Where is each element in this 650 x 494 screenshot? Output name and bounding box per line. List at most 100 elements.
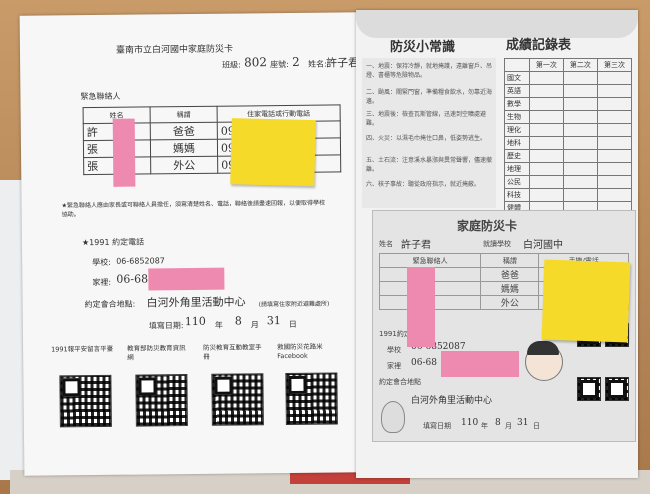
tips-title: 防災小常識: [390, 40, 456, 55]
qr-code: [135, 374, 188, 427]
card-school-phone-label: 學校: [387, 346, 401, 354]
card-date-month: 8: [495, 418, 501, 428]
name-label: 姓名:: [308, 59, 327, 69]
card-emergency-label: 1991約定電話: [379, 330, 425, 338]
seat-label: 座號:: [270, 59, 289, 70]
card-meet-value: 白河外角里活動中心: [411, 396, 493, 406]
card-date-label: 填寫日期: [423, 422, 451, 430]
class-label: 班級:: [222, 60, 241, 70]
seat-value: 2: [292, 54, 300, 69]
tip-item: 六、核子事故：聽從政府指示，就近掩蔽。: [366, 181, 481, 188]
qr-code: [59, 374, 112, 428]
tip-item: 四、火災：以濕毛巾掩住口鼻，低姿勢逃生。: [366, 135, 487, 142]
left-page-disaster-card: 臺南市立白河國中家庭防災卡 班級: 802 座號: 2 姓名: 許子君 緊急聯絡…: [19, 12, 365, 476]
qr-label: 1991報平安留言平臺: [51, 344, 114, 354]
card-name-value: 許子君: [401, 240, 431, 251]
privacy-sticker-pink: [148, 267, 225, 291]
school-phone-label: 學校:: [92, 257, 111, 268]
card-school-phone: 06-6852087: [411, 342, 466, 352]
grade-header: 第二次: [562, 58, 598, 72]
home-phone-label: 家裡:: [92, 277, 112, 288]
card-header: 緊急聯絡人: [378, 253, 482, 268]
subject-label: 數學: [504, 97, 530, 111]
name-value: 許子君: [326, 56, 360, 70]
cartoon-figure: [381, 401, 405, 433]
card-meet-label: 約定會合地點: [379, 378, 421, 386]
subject-label: 科技: [504, 188, 530, 202]
card-date-year-unit: 年: [481, 422, 488, 430]
table-row: 歷史: [504, 149, 633, 163]
card-relation: 媽媽: [480, 281, 540, 296]
table-row: 科技: [504, 188, 633, 202]
card-school-value: 白河國中: [523, 240, 563, 251]
subject-label: 歷史: [504, 149, 530, 163]
card-home-phone: 06-68: [411, 358, 437, 368]
class-value: 802: [244, 55, 268, 70]
table-row: 公民: [504, 175, 633, 189]
privacy-sticker-pink: [112, 118, 136, 187]
meet-value: 白河外角里活動中心: [146, 295, 246, 310]
date-year: 110: [184, 314, 206, 329]
card-title: 家庭防災卡: [457, 219, 518, 233]
note-text: ★緊急聯絡人應由家長或可聯絡人員擔任，須寫清楚姓名、電話，聯絡後請盡速回報，以便…: [61, 199, 326, 219]
tip-item: 二、颱風：關緊門窗，準備糧食飲水，勿靠近海邊。: [366, 89, 493, 105]
tip-item: 一、地震：保持冷靜，就地掩護，遠離窗戶、吊燈、書櫃等危險物品。: [366, 63, 493, 79]
date-month-unit: 月: [250, 320, 259, 330]
table-row: 數學: [504, 97, 633, 111]
table-row: 地科: [504, 136, 633, 150]
meet-label: 約定會合地點:: [84, 299, 136, 310]
tips-box: 一、地震：保持冷靜，就地掩護，遠離窗戶、吊燈、書櫃等危險物品。 二、颱風：關緊門…: [362, 58, 496, 208]
date-day: 31: [266, 314, 281, 328]
subject-label: 地理: [504, 162, 530, 176]
subject-label: 英語: [504, 84, 530, 98]
grade-header: 第三次: [596, 58, 633, 72]
date-label: 填寫日期:: [148, 321, 184, 331]
qr-code: [577, 377, 601, 401]
meet-note: (請填寫住家附近避難處所): [258, 300, 330, 309]
card-name-label: 姓名: [379, 240, 393, 248]
qr-code: [211, 373, 264, 426]
contact-relation: 外公: [150, 156, 218, 174]
subject-label: 地科: [504, 136, 530, 150]
qr-code: [605, 377, 629, 401]
header-relation: 稱謂: [150, 106, 218, 123]
card-home-label: 家裡: [387, 362, 401, 370]
card-relation: 外公: [480, 295, 540, 310]
card-relation: 爸爸: [480, 267, 540, 282]
table-row: 英語: [504, 84, 633, 98]
qr-label: 教育部防災教育資訊網: [127, 344, 186, 362]
subject-label: 生物: [504, 110, 530, 124]
privacy-sticky-note-yellow: [541, 259, 631, 343]
subject-label: 公民: [504, 175, 530, 189]
contact-title: 緊急聯絡人: [80, 91, 121, 102]
grade-header: 第一次: [528, 58, 564, 72]
subject-label: 理化: [504, 123, 530, 137]
tip-item: 五、土石流：注意溪水暴漲與異常聲響，儘速撤離。: [366, 157, 493, 173]
card-date-day: 31: [517, 418, 529, 428]
qr-code: [285, 372, 338, 426]
date-day-unit: 日: [288, 319, 297, 329]
family-disaster-card: 家庭防災卡 姓名 許子君 就讀學校 白河國中 緊急聯絡人 稱謂 手機/電話 爸爸…: [372, 210, 636, 442]
cloud-header: [356, 10, 638, 38]
privacy-sticky-note-yellow: [230, 118, 316, 187]
contact-relation: 媽媽: [150, 139, 218, 157]
grade-header: [504, 58, 530, 72]
card-header: 稱謂: [480, 253, 540, 268]
date-month: 8: [234, 314, 242, 328]
subject-label: 國文: [504, 71, 530, 85]
date-year-unit: 年: [214, 320, 223, 330]
table-row: 理化: [504, 123, 633, 137]
emergency-title: ★1991 約定電話: [81, 237, 145, 248]
privacy-sticker-pink: [407, 267, 435, 347]
card-date-month-unit: 月: [505, 422, 512, 430]
tip-item: 三、地震後：檢查瓦斯管線，迅速到空曠處避難。: [366, 111, 487, 127]
home-phone: 06-68: [116, 272, 149, 286]
qr-label: 防災教育互動教室手冊: [203, 343, 262, 361]
grade-table: 第一次 第二次 第三次 國文 英語 數學 生物 理化 地科 歷史 地理 公民 科…: [504, 58, 633, 228]
card-date-day-unit: 日: [533, 422, 540, 430]
card-date-year: 110: [461, 418, 479, 428]
table-row: 生物: [504, 110, 633, 124]
school-phone: 06-6852087: [116, 256, 165, 266]
contact-relation: 爸爸: [150, 122, 218, 140]
table-row: 地理: [504, 162, 633, 176]
